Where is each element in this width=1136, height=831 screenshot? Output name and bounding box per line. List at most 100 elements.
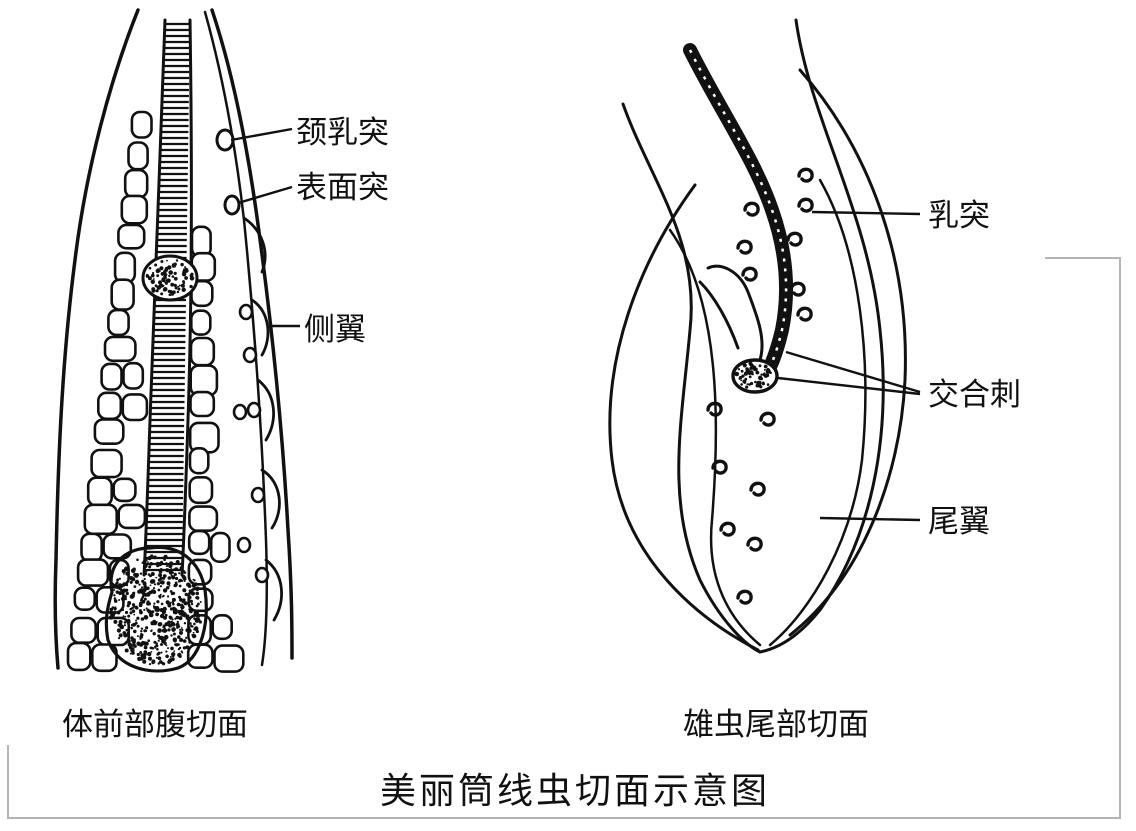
stipple-dot (175, 615, 180, 620)
stipple-dot (130, 627, 133, 630)
stipple-dot (113, 610, 117, 615)
stipple-dot (109, 607, 114, 612)
stipple-dot (138, 583, 141, 586)
stipple-dot (153, 602, 156, 605)
stipple-dot (149, 579, 155, 584)
stipple-dot (117, 611, 121, 615)
spicule-leader-2 (777, 376, 921, 396)
stipple-dot (131, 623, 136, 627)
ala-bead (236, 536, 252, 554)
stipple-dot (187, 626, 191, 629)
hypodermal-cell (213, 644, 245, 673)
stipple-dot (148, 612, 154, 618)
stipple-dot (177, 287, 181, 291)
hypodermal-cell (86, 476, 113, 507)
stipple-dot (163, 554, 168, 560)
papilla (797, 197, 814, 213)
stipple-dot (168, 585, 171, 587)
stipple-dot (195, 604, 199, 608)
stipple-dot (178, 646, 182, 650)
stipple-dot (159, 657, 162, 660)
stipple-dot (160, 560, 164, 564)
hypodermal-cell (188, 446, 210, 475)
stipple-dot (162, 662, 166, 666)
stipple-dot (738, 376, 743, 380)
stipple-dot (168, 623, 173, 628)
stipple-dot (121, 644, 124, 647)
hypodermal-cell (107, 308, 130, 337)
stipple-dot (177, 635, 181, 639)
stipple-dot (765, 370, 770, 374)
papilla (719, 521, 736, 537)
stipple-dot (157, 622, 162, 627)
stipple-dot (134, 573, 139, 578)
stipple-dot (740, 369, 744, 373)
stipple-dot (158, 280, 162, 285)
stipple-dot (125, 571, 130, 576)
stipple-dot (126, 638, 131, 644)
stipple-dot (156, 648, 159, 651)
stipple-dot (158, 635, 163, 640)
stipple-dot (157, 629, 161, 633)
stipple-dot (117, 583, 123, 588)
stipple-dot (113, 589, 116, 591)
label-caudal-ala: 尾翼 (928, 504, 990, 540)
stipple-dot (193, 579, 196, 582)
stipple-dot (113, 594, 116, 597)
stipple-dot (148, 663, 152, 666)
hypodermal-cell (80, 532, 104, 563)
stipple-dot (121, 608, 125, 612)
stipple-dot (167, 660, 171, 664)
hypodermal-cell (189, 364, 219, 397)
stipple-dot (160, 651, 163, 654)
stipple-dot (162, 624, 166, 628)
stipple-dot (136, 624, 140, 628)
stipple-dot (156, 600, 160, 604)
stipple-dot (151, 646, 154, 650)
stipple-dot (159, 576, 163, 580)
hypodermal-cell (103, 335, 137, 363)
stipple-dot (126, 632, 130, 637)
stipple-dot (131, 577, 136, 582)
hypodermal-cell (190, 309, 212, 336)
stipple-dot (173, 262, 177, 266)
stipple-dot (124, 567, 129, 571)
stipple-dot (197, 602, 200, 606)
stipple-dot (122, 588, 127, 593)
stipple-dot (157, 651, 161, 655)
stipple-dot (125, 581, 128, 584)
papilla (736, 239, 753, 255)
stipple-dot (152, 271, 155, 275)
stipple-dot (155, 621, 158, 624)
papilla (749, 481, 766, 497)
papilla (706, 401, 723, 417)
stipple-dot (744, 382, 746, 384)
stipple-dot (145, 626, 149, 630)
long-spicule (683, 43, 794, 387)
stipple-dot (177, 652, 182, 658)
stipple-dot (193, 582, 198, 587)
stipple-dot (129, 580, 133, 584)
stipple-dot (185, 645, 190, 650)
papilla (789, 281, 806, 297)
stipple-dot (160, 260, 164, 263)
stipple-dot (143, 577, 146, 581)
stipple-dot (141, 599, 146, 604)
stipple-dot (158, 283, 164, 288)
papilla (796, 306, 813, 322)
stipple-dot (762, 381, 765, 384)
spicule-texture (688, 49, 788, 381)
stipple-dot (169, 590, 173, 593)
stipple-dot (147, 639, 150, 642)
figure-title: 美丽筒线虫切面示意图 (380, 771, 770, 812)
stipple-dot (190, 272, 193, 275)
stipple-dot (182, 270, 187, 275)
stipple-dot (179, 628, 182, 631)
stipple-dot (740, 379, 743, 382)
stipple-dot (143, 597, 147, 601)
caudal-papillae (706, 167, 814, 605)
stipple-dot (163, 638, 167, 642)
stipple-dot (750, 381, 754, 386)
stipple-dot (180, 627, 183, 629)
stipple-dot (127, 601, 132, 605)
